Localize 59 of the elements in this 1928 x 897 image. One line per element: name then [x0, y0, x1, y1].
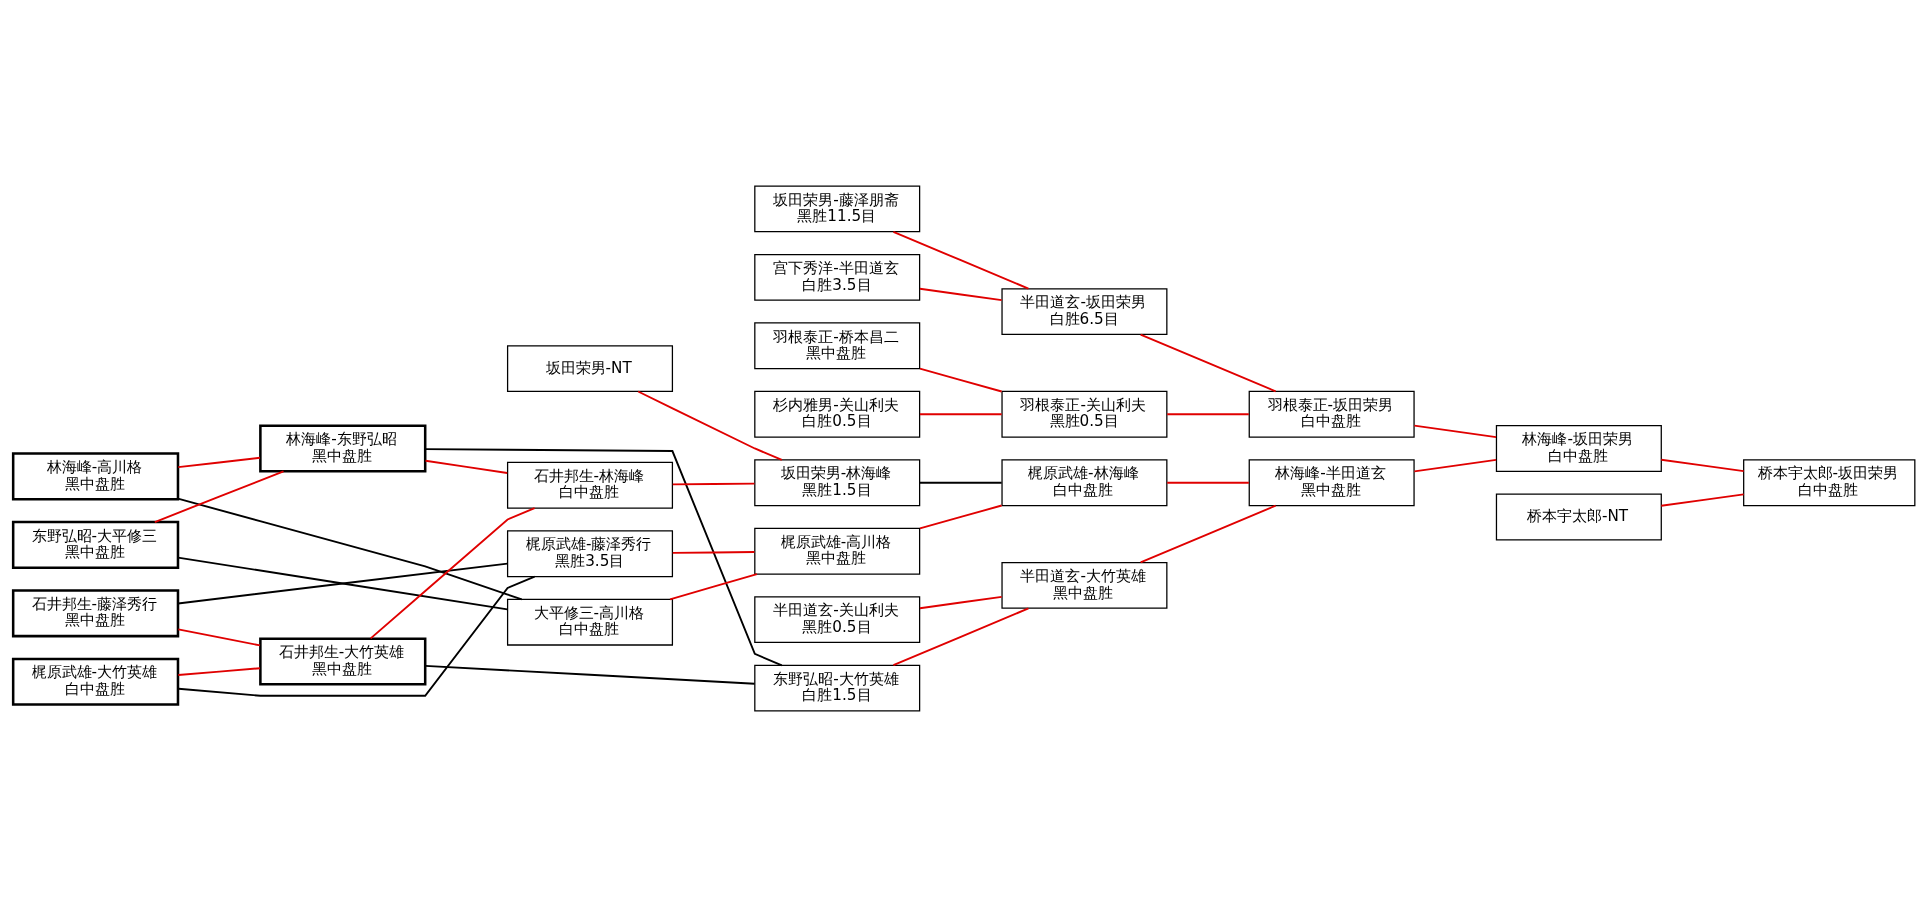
node-box: 林海峰-坂田荣男 白中盘胜	[1495, 425, 1662, 472]
node-box: 坂田荣男-藤泽朋斋 黑胜11.5目	[754, 185, 921, 233]
node-box: 桥本宇太郎-NT	[1495, 493, 1662, 541]
node-box: 东野弘昭-大竹英雄 白胜1.5目	[754, 664, 921, 712]
connector	[177, 556, 509, 611]
node-box: 宫下秀洋-半田道玄 白胜3.5目	[754, 253, 921, 301]
connector	[919, 504, 1003, 530]
node-box: 石井邦生-大竹英雄 黑中盘胜	[259, 637, 427, 686]
node-box: 大平修三-高川格 白中盘胜	[506, 598, 674, 646]
connector	[177, 575, 536, 697]
node-box: 坂田荣男-NT	[506, 345, 674, 393]
node-box: 林海峰-半田道玄 黑中盘胜	[1248, 459, 1415, 507]
connector	[669, 573, 758, 601]
connector	[177, 456, 261, 469]
connector	[1139, 333, 1277, 393]
connector	[369, 507, 536, 640]
node-box: 羽根泰正-桥本昌二 黑中盘胜	[754, 322, 921, 370]
connector	[919, 367, 1003, 393]
connector	[177, 497, 523, 601]
connector	[671, 482, 756, 486]
connector	[919, 413, 1003, 416]
connector	[919, 287, 1003, 302]
connector	[919, 481, 1003, 484]
connector	[153, 470, 285, 523]
connector	[919, 595, 1003, 610]
node-box: 半田道玄-坂田荣男 白胜6.5目	[1001, 288, 1168, 336]
node-box: 石井邦生-藤泽秀行 黑中盘胜	[11, 589, 180, 638]
connector	[671, 551, 756, 554]
connector	[892, 231, 1030, 290]
node-box: 半田道玄-关山利夫 黑胜0.5目	[754, 596, 921, 644]
node-box: 杉内雅男-关山利夫 白胜0.5目	[754, 390, 921, 438]
node-box: 梶原武雄-高川格 黑中盘胜	[754, 527, 921, 575]
node-box: 林海峰-高川格 黑中盘胜	[11, 452, 180, 501]
node-box: 半田道玄-大竹英雄 黑中盘胜	[1001, 561, 1168, 609]
connector	[177, 667, 261, 676]
connector	[1660, 458, 1745, 473]
connector	[1166, 413, 1250, 416]
connector	[424, 459, 509, 474]
node-box: 石井邦生-林海峰 白中盘胜	[506, 461, 674, 509]
connector	[177, 628, 261, 647]
connector	[637, 390, 783, 461]
node-box: 羽根泰正-关山利夫 黑胜0.5目	[1001, 390, 1168, 438]
node-box: 梶原武雄-大竹英雄 白中盘胜	[11, 657, 180, 706]
connector	[1660, 493, 1745, 507]
connector	[1413, 458, 1497, 473]
connector	[1139, 504, 1277, 564]
connector	[892, 607, 1030, 666]
connector	[1413, 424, 1497, 439]
connector	[424, 664, 756, 685]
node-box: 羽根泰正-坂田荣男 白中盘胜	[1248, 390, 1415, 438]
node-box: 东野弘昭-大平修三 黑中盘胜	[11, 520, 180, 569]
node-box: 梶原武雄-林海峰 白中盘胜	[1001, 459, 1168, 507]
node-box: 坂田荣男-林海峰 黑胜1.5目	[754, 459, 921, 507]
connector	[424, 448, 783, 667]
node-box: 林海峰-东野弘昭 黑中盘胜	[259, 424, 427, 473]
node-box: 梶原武雄-藤泽秀行 黑胜3.5目	[506, 530, 674, 578]
node-box: 桥本宇太郎-坂田荣男 白中盘胜	[1743, 459, 1916, 507]
connector	[177, 562, 509, 605]
connector	[1166, 481, 1250, 484]
